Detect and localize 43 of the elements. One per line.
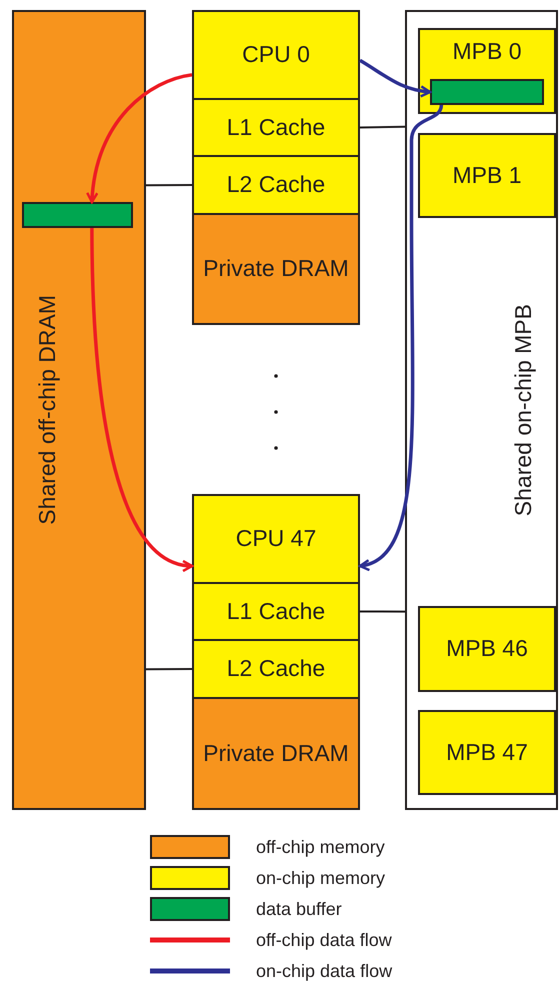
mpb-box [418, 133, 556, 218]
box-label: L1 Cache [226, 114, 326, 142]
box-label: MPB 47 [446, 738, 528, 766]
box-label: L1 Cache [226, 598, 326, 626]
dram-block [12, 10, 146, 810]
data-flow-arrow [359, 58, 432, 98]
box-label: Shared on-chip MPB [510, 304, 538, 516]
data-flow-arrow [86, 73, 192, 204]
cache-box [192, 582, 360, 641]
box-label: MPB 1 [452, 162, 522, 190]
cpu-box [192, 10, 360, 100]
dram-box [192, 697, 360, 810]
box-label: Private DRAM [203, 740, 349, 768]
legend-label: off-chip memory [256, 836, 385, 858]
box-label: L2 Cache [226, 655, 326, 683]
box-label: Private DRAM [203, 255, 349, 283]
box-label: L2 Cache [226, 171, 326, 199]
data-flow-arrow [358, 104, 444, 570]
legend-label: on-chip memory [256, 868, 386, 888]
buffer-bar [430, 79, 544, 105]
dram-box [192, 213, 360, 325]
legend-label: on-chip data flow [256, 960, 392, 981]
buffer-bar [22, 202, 133, 228]
box-label: MPB 46 [446, 635, 528, 663]
cpu-box [192, 494, 360, 584]
box-label: CPU 47 [236, 525, 316, 553]
legend-label: off-chip data flow [256, 930, 392, 950]
cache-box [192, 155, 360, 215]
box-label: MPB 0 [451, 38, 523, 66]
connector-line [146, 668, 192, 670]
cache-box [192, 98, 360, 157]
mpb-box [418, 28, 556, 114]
legend-label: data buffer [256, 898, 342, 920]
mpb-panel [405, 10, 558, 810]
connector-line [360, 126, 406, 128]
connector-line [360, 610, 405, 613]
box-label: Shared off-chip DRAM [34, 295, 61, 525]
connector-line [146, 184, 192, 186]
mpb-box [418, 710, 556, 795]
data-flow-arrow [90, 228, 194, 571]
mpb-box [418, 606, 556, 692]
cache-box [192, 639, 360, 699]
box-label: CPU 0 [242, 41, 310, 69]
